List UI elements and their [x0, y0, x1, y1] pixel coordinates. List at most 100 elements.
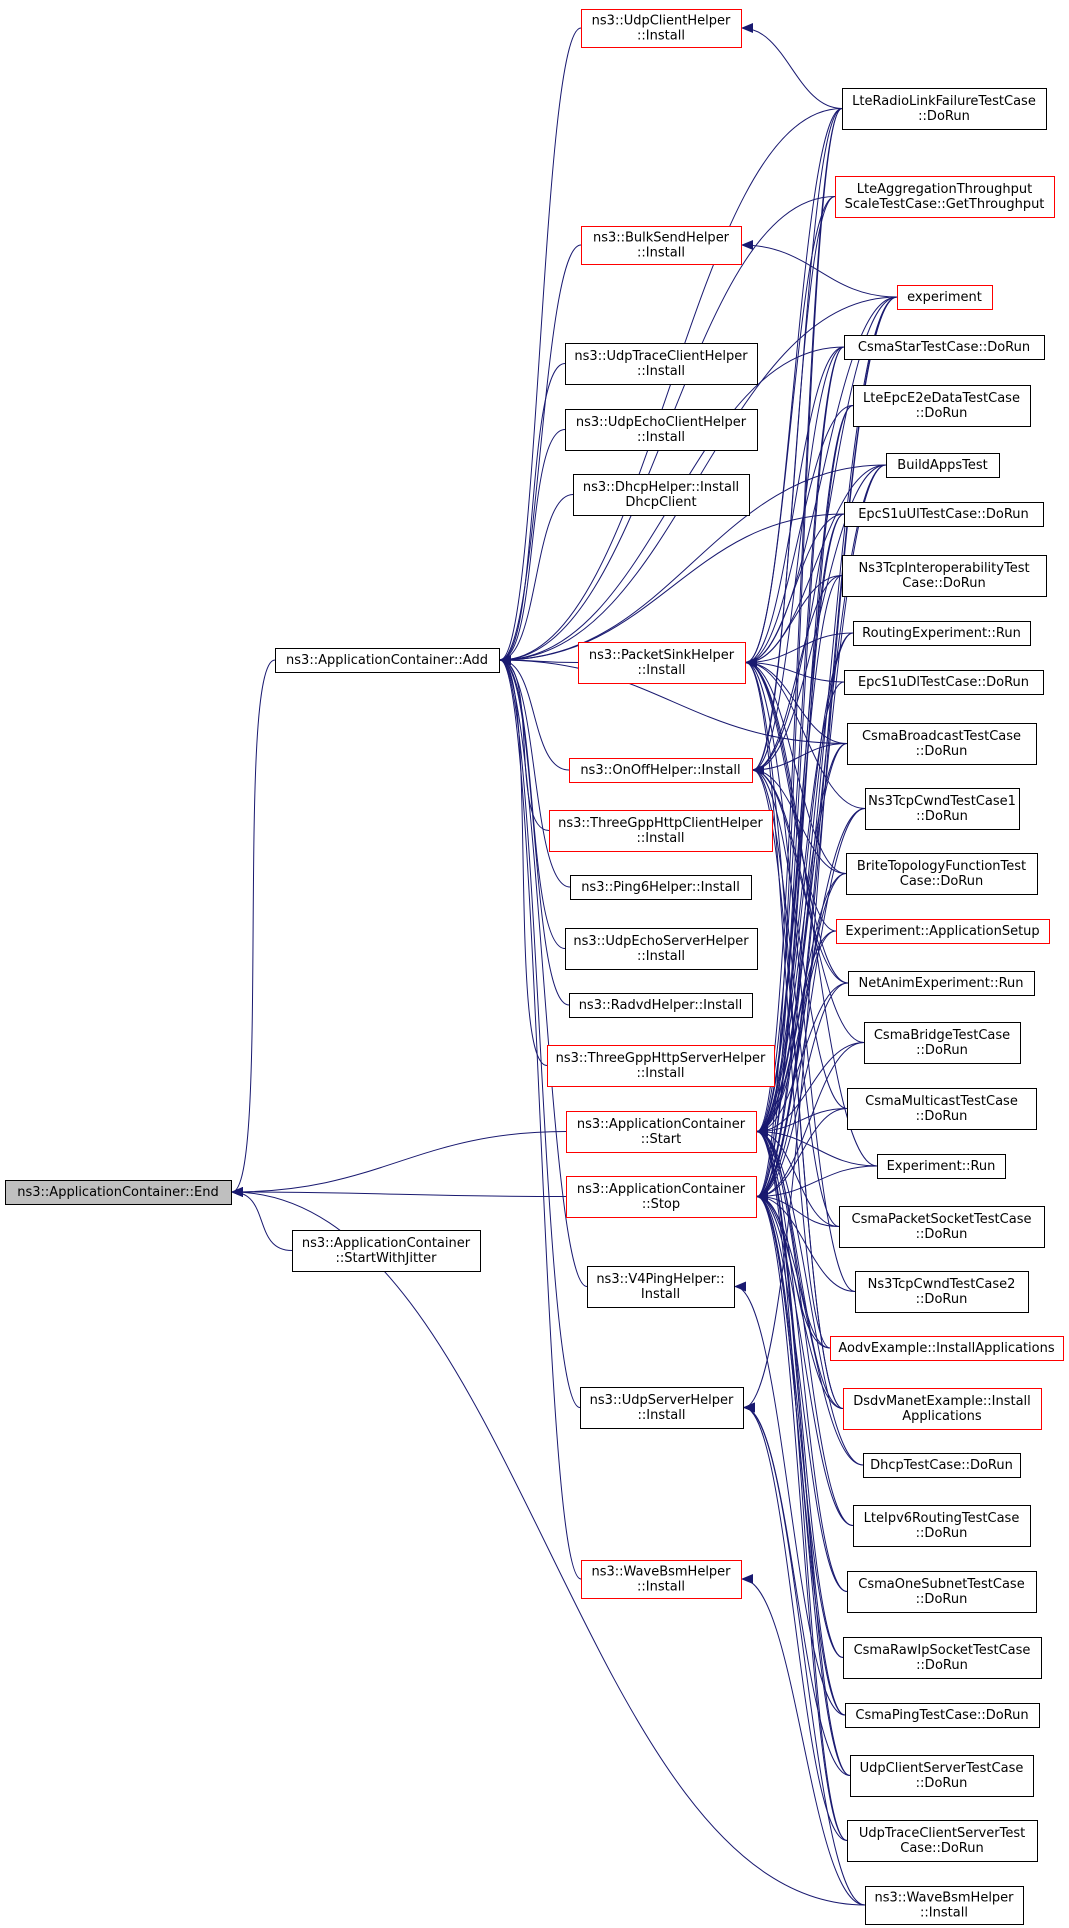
node-ns3-packetsinkhelper-install[interactable]: ns3::PacketSinkHelper::Install — [578, 642, 746, 684]
node-csmabridgetestcase-dorun[interactable]: CsmaBridgeTestCase::DoRun — [864, 1022, 1021, 1064]
node-label-line: ::Install — [638, 1408, 686, 1423]
node-experiment-run[interactable]: Experiment::Run — [877, 1154, 1006, 1179]
edge-wavebsm2-to-udpserver — [743, 1402, 866, 1906]
edge-brite-to-start — [756, 873, 847, 1137]
node-label-line: experiment — [907, 290, 982, 305]
node-csmapingtestcase-dorun[interactable]: CsmaPingTestCase::DoRun — [845, 1703, 1040, 1728]
node-buildappstest[interactable]: BuildAppsTest — [886, 453, 1000, 478]
edge-wavebsm-to-add — [499, 655, 582, 1580]
node-ns3-radvdhelper-install[interactable]: ns3::RadvdHelper::Install — [569, 993, 753, 1018]
node-ns3tcpcwndtestcase2-dorun[interactable]: Ns3TcpCwndTestCase2::DoRun — [855, 1271, 1029, 1313]
node-ns3-applicationcontainer-startwithjitter[interactable]: ns3::ApplicationContainer::StartWithJitt… — [292, 1230, 481, 1272]
node-label-line: ::Install — [637, 29, 685, 44]
node-label-line: ns3::Ping6Helper::Install — [581, 880, 740, 895]
node-ns3-wavebsmhelper-install[interactable]: ns3::WaveBsmHelper::Install — [581, 1560, 742, 1599]
node-epcs1udltestcase-dorun[interactable]: EpcS1uDlTestCase::DoRun — [844, 670, 1044, 695]
edge-ns3tcpcwnd1-to-stop — [756, 808, 866, 1202]
node-box — [853, 1505, 1031, 1547]
edge-csmabridge-to-stop — [756, 1042, 865, 1202]
node-ns3-udpechoclienthelper-install[interactable]: ns3::UdpEchoClientHelper::Install — [565, 409, 758, 451]
edge-dsdv-to-start — [756, 1126, 844, 1409]
node-lteipv6routingtestcase-dorun[interactable]: LteIpv6RoutingTestCase::DoRun — [853, 1505, 1031, 1547]
node-ns3-udpechoserverhelper-install[interactable]: ns3::UdpEchoServerHelper::Install — [565, 928, 758, 970]
node-label-line: ::Install — [920, 1906, 968, 1921]
node-label-line: ::Install — [637, 1580, 685, 1595]
node-box — [578, 642, 746, 684]
node-dsdvmanetexample-install-applications[interactable]: DsdvManetExample::InstallApplications — [843, 1388, 1042, 1430]
node-ns3tcpcwndtestcase1-dorun[interactable]: Ns3TcpCwndTestCase1::DoRun — [865, 788, 1020, 830]
node-ns3-threegpphttpclienthelper-install[interactable]: ns3::ThreeGppHttpClientHelper::Install — [549, 810, 773, 852]
node-label-line: EpcS1uDlTestCase::DoRun — [858, 675, 1029, 690]
node-experiment[interactable]: experiment — [897, 285, 993, 310]
nodes-layer: ns3::ApplicationContainer::Endns3::Appli… — [5, 9, 1064, 1925]
node-routingexperiment-run[interactable]: RoutingExperiment::Run — [853, 621, 1031, 646]
node-ns3-udpserverhelper-install[interactable]: ns3::UdpServerHelper::Install — [580, 1387, 744, 1429]
node-ns3-bulksendhelper-install[interactable]: ns3::BulkSendHelper::Install — [581, 226, 742, 265]
node-box — [844, 670, 1044, 695]
node-netanimexperiment-run[interactable]: NetAnimExperiment::Run — [848, 971, 1035, 996]
edge-csmabroadcast-to-packetsink — [745, 657, 848, 744]
node-label-line: CsmaOneSubnetTestCase — [858, 1577, 1024, 1592]
node-label-line: CsmaMulticastTestCase — [865, 1094, 1018, 1109]
node-ns3-threegpphttpserverhelper-install[interactable]: ns3::ThreeGppHttpServerHelper::Install — [547, 1045, 775, 1087]
node-ns3-applicationcontainer-start[interactable]: ns3::ApplicationContainer::Start — [566, 1111, 757, 1153]
node-csmamulticasttestcase-dorun[interactable]: CsmaMulticastTestCase::DoRun — [847, 1088, 1037, 1130]
node-csmastartestcase-dorun[interactable]: CsmaStarTestCase::DoRun — [844, 335, 1045, 360]
edge-brite-to-onoff — [752, 765, 847, 874]
node-label-line: ::DoRun — [916, 1043, 968, 1058]
node-box — [850, 1755, 1034, 1797]
node-label-line: ns3::PacketSinkHelper — [589, 648, 735, 663]
node-csmarawipsockettestcase-dorun[interactable]: CsmaRawIpSocketTestCase::DoRun — [843, 1637, 1042, 1679]
edge-csmastar-to-onoff — [752, 346, 845, 775]
node-udpclientservertestcase-dorun[interactable]: UdpClientServerTestCase::DoRun — [850, 1755, 1034, 1797]
edge-udptracecs-to-udpserver — [743, 1402, 848, 1841]
node-box — [581, 226, 742, 265]
node-label-line: RoutingExperiment::Run — [862, 626, 1021, 641]
node-ns3-wavebsmhelper-install[interactable]: ns3::WaveBsmHelper::Install — [865, 1886, 1024, 1925]
node-ns3-ping6helper-install[interactable]: ns3::Ping6Helper::Install — [570, 875, 752, 900]
node-box — [864, 1022, 1021, 1064]
node-ns3-applicationcontainer-stop[interactable]: ns3::ApplicationContainer::Stop — [566, 1176, 757, 1218]
node-label-line: ::DoRun — [916, 1227, 968, 1242]
node-lteaggregationthroughput-scaletestcase-getthroughput[interactable]: LteAggregationThroughputScaleTestCase::G… — [835, 176, 1055, 218]
node-label-line: CsmaBridgeTestCase — [874, 1028, 1010, 1043]
edge-csmarawip-to-start — [756, 1126, 844, 1658]
edge-udpcs-to-stop — [756, 1191, 851, 1776]
node-label-line: Experiment::ApplicationSetup — [845, 924, 1039, 939]
node-label-line: ::DoRun — [918, 109, 970, 124]
node-aodvexample-installapplications[interactable]: AodvExample::InstallApplications — [830, 1336, 1064, 1361]
node-label-line: Ns3TcpCwndTestCase1 — [868, 794, 1016, 809]
node-ns3-udptraceclienthelper-install[interactable]: ns3::UdpTraceClientHelper::Install — [565, 343, 758, 385]
node-label-line: EpcS1uUlTestCase::DoRun — [858, 507, 1029, 522]
node-csmapacketsockettestcase-dorun[interactable]: CsmaPacketSocketTestCase::DoRun — [839, 1206, 1045, 1248]
node-lteepce2edatatestcase-dorun[interactable]: LteEpcE2eDataTestCase::DoRun — [853, 385, 1031, 427]
edge-udpechoclient-to-add — [499, 429, 566, 665]
node-ns3-udpclienthelper-install[interactable]: ns3::UdpClientHelper::Install — [581, 9, 742, 48]
node-csmabroadcasttestcase-dorun[interactable]: CsmaBroadcastTestCase::DoRun — [847, 723, 1037, 765]
node-ns3-applicationcontainer-end[interactable]: ns3::ApplicationContainer::End — [5, 1180, 232, 1205]
node-label-line: ::DoRun — [916, 744, 968, 759]
node-label-line: ::Install — [637, 246, 685, 261]
node-box — [844, 335, 1045, 360]
node-label-line: ns3::ApplicationContainer — [302, 1236, 471, 1251]
node-epcs1uultestcase-dorun[interactable]: EpcS1uUlTestCase::DoRun — [844, 502, 1044, 527]
node-label-line: ::Stop — [642, 1197, 680, 1212]
node-csmaonesubnettestcase-dorun[interactable]: CsmaOneSubnetTestCase::DoRun — [847, 1571, 1037, 1613]
node-dhcptestcase-dorun[interactable]: DhcpTestCase::DoRun — [863, 1453, 1021, 1478]
node-label-line: ::StartWithJitter — [335, 1251, 437, 1266]
node-lteradiolinkfailuretestcase-dorun[interactable]: LteRadioLinkFailureTestCase::DoRun — [842, 88, 1047, 130]
edge-start-to-end — [231, 1131, 567, 1197]
node-ns3-onoffhelper-install[interactable]: ns3::OnOffHelper::Install — [569, 758, 753, 783]
edge-add-to-end — [231, 659, 276, 1197]
node-label-line: ns3::ApplicationContainer — [577, 1182, 746, 1197]
edge-udpclient-to-add — [499, 27, 582, 665]
edge-csmarawip-to-stop — [756, 1191, 844, 1658]
edge-stop-to-end — [231, 1187, 567, 1198]
node-experiment-applicationsetup[interactable]: Experiment::ApplicationSetup — [836, 919, 1050, 944]
node-ns3-v4pinghelper-install[interactable]: ns3::V4PingHelper::Install — [587, 1266, 735, 1308]
node-ns3-applicationcontainer-add[interactable]: ns3::ApplicationContainer::Add — [275, 648, 500, 673]
